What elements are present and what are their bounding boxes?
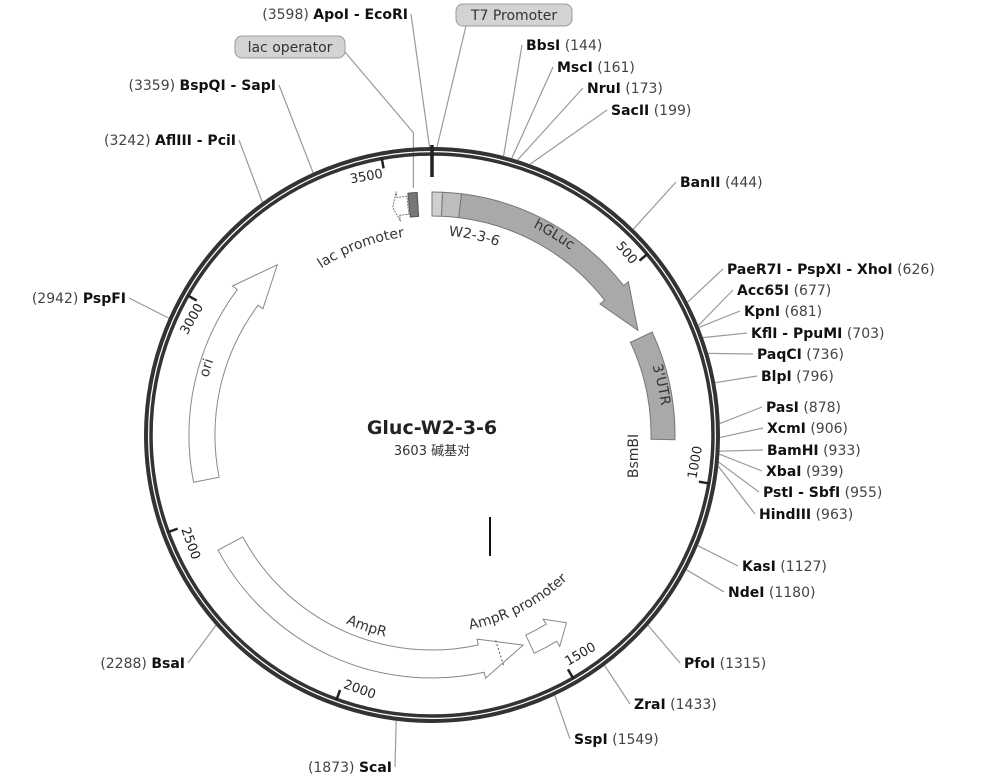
svg-text:T7 Promoter: T7 Promoter [470, 8, 557, 24]
ampr-promoter-feature[interactable] [525, 618, 568, 654]
ampr-divider [495, 640, 505, 668]
enzyme-label-afliii-pcii[interactable]: (3242) AflIII - PciI [104, 133, 236, 149]
lac-promoter-label: lac promoter [315, 225, 406, 272]
enzyme-leader-line [278, 84, 314, 173]
enzyme-label-paqci[interactable]: PaqCI (736) [757, 347, 844, 363]
tick-label: 2500 [177, 526, 203, 562]
tick-mark [638, 252, 649, 262]
enzyme-label-paer7i-pspxi-xhoi[interactable]: PaeR7I - PspXI - XhoI (626) [727, 262, 935, 278]
enzyme-leader-line [719, 406, 763, 425]
enzyme-leader-line [529, 109, 608, 165]
enzyme-label-bamhi[interactable]: BamHI (933) [767, 443, 861, 459]
enzyme-label-kasi[interactable]: KasI (1127) [742, 559, 827, 575]
enzyme-leader-line [718, 461, 760, 493]
enzyme-leader-line [503, 44, 523, 157]
enzyme-label-sacii[interactable]: SacII (199) [611, 103, 691, 119]
enzyme-leader-line [410, 13, 431, 148]
w2-3-6-segment[interactable] [440, 191, 463, 219]
enzyme-label-kpni[interactable]: KpnI (681) [744, 304, 822, 320]
ori-label: ori [197, 357, 218, 379]
plasmid-size: 3603 碱基对 [394, 444, 470, 459]
enzyme-leader-line [697, 289, 734, 326]
tick-label: 2000 [341, 677, 377, 702]
svg-text:lac operator: lac operator [248, 40, 333, 56]
ori-feature[interactable] [188, 263, 279, 483]
tick-label: 3500 [349, 167, 384, 188]
enzyme-leader-line [554, 695, 571, 740]
lac-operator-label[interactable]: lac operator [234, 35, 346, 59]
enzyme-label-ndei[interactable]: NdeI (1180) [728, 585, 815, 601]
3utr-feature[interactable] [629, 331, 676, 441]
enzyme-label-pfoi[interactable]: PfoI (1315) [684, 656, 766, 672]
enzyme-label-nrui[interactable]: NruI (173) [587, 81, 663, 97]
enzyme-label-scai[interactable]: (1873) ScaI [308, 760, 392, 776]
enzyme-label-blpi[interactable]: BlpI (796) [761, 369, 834, 385]
enzyme-leader-line [708, 352, 754, 355]
enzyme-leader-line [187, 625, 217, 664]
lac-operator-feature[interactable] [407, 191, 420, 218]
tick-mark [335, 689, 342, 701]
enzyme-leader-line [632, 181, 677, 230]
tick-mark [186, 293, 198, 302]
enzyme-leader-line [128, 297, 170, 319]
w2-3-6-label: W2-3-6 [448, 224, 502, 250]
tick-mark [698, 480, 711, 485]
hgluc-feature[interactable] [458, 193, 639, 332]
enzyme-leader-line [719, 427, 764, 439]
t7-promoter-leader [436, 25, 467, 148]
enzyme-leader-line [686, 569, 725, 593]
lac-operator-leader [344, 51, 414, 188]
enzyme-leader-line [719, 449, 764, 452]
bsmbi-label: BsmBI [626, 434, 642, 478]
enzyme-label-bbsi[interactable]: BbsI (144) [526, 38, 602, 54]
enzyme-leader-line [511, 66, 554, 159]
lac-promoter-feature[interactable] [392, 191, 410, 222]
enzyme-leader-line [717, 465, 756, 515]
enzyme-leader-line [647, 625, 681, 664]
tick-mark [566, 668, 575, 680]
enzyme-leader-line [517, 87, 584, 161]
enzyme-label-bspqi-sapi[interactable]: (3359) BspQI - SapI [129, 78, 276, 94]
enzyme-label-pasi[interactable]: PasI (878) [766, 400, 841, 416]
enzyme-label-pspfi[interactable]: (2942) PspFI [32, 291, 126, 307]
enzyme-label-xcmi[interactable]: XcmI (906) [767, 421, 848, 437]
enzyme-leader-line [698, 310, 741, 328]
enzyme-leader-line [715, 375, 758, 384]
enzyme-leader-line [687, 268, 724, 303]
tick-label: 1000 [685, 445, 705, 480]
enzyme-leader-line [697, 545, 739, 567]
enzyme-leader-line [719, 453, 763, 472]
enzyme-label-xbai[interactable]: XbaI (939) [766, 464, 844, 480]
enzyme-leader-line [702, 332, 748, 339]
tick-mark [166, 527, 179, 534]
enzyme-label-kfli-ppumi[interactable]: KflI - PpuMI (703) [751, 326, 885, 342]
tick-mark [380, 157, 385, 169]
ampr-feature[interactable] [217, 536, 525, 680]
enzyme-label-zrai[interactable]: ZraI (1433) [634, 697, 717, 713]
enzyme-label-sspi[interactable]: SspI (1549) [574, 732, 659, 748]
enzyme-label-acc65i[interactable]: Acc65I (677) [737, 283, 831, 299]
w2-3-6-segment[interactable] [431, 191, 444, 217]
enzyme-label-msci[interactable]: MscI (161) [557, 60, 635, 76]
enzyme-label-banii[interactable]: BanII (444) [680, 175, 763, 191]
t7-promoter-label[interactable]: T7 Promoter [455, 3, 573, 27]
enzyme-label-apoi-ecori[interactable]: (3598) ApoI - EcoRI [262, 7, 408, 23]
enzyme-leader-line [604, 665, 631, 705]
enzyme-label-hindiii[interactable]: HindIII (963) [759, 507, 853, 523]
enzyme-leader-line [238, 139, 263, 203]
plasmid-name: Gluc-W2-3-6 [367, 417, 497, 439]
enzyme-leader-line [394, 720, 397, 768]
enzyme-label-bsai[interactable]: (2288) BsaI [100, 656, 185, 672]
enzyme-label-psti-sbfi[interactable]: PstI - SbfI (955) [763, 485, 882, 501]
